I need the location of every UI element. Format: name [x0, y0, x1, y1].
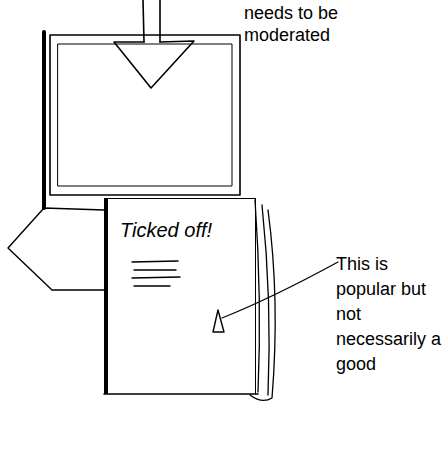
page-bottom [104, 393, 258, 395]
arrow-head [114, 41, 194, 88]
screen-inner [58, 44, 232, 186]
text-lines [132, 261, 180, 286]
device-base [8, 208, 104, 290]
annotation-note: This is popular but not necessarily a go… [336, 252, 446, 377]
screen-edge [42, 32, 46, 208]
page-heading: Ticked off! [120, 219, 255, 242]
page-sheet: Ticked off! [104, 198, 256, 394]
annotation-note: needs to be moderated [244, 2, 394, 46]
screen-frame [50, 35, 240, 195]
leader-line [222, 262, 338, 318]
pointer-marker [213, 310, 224, 332]
